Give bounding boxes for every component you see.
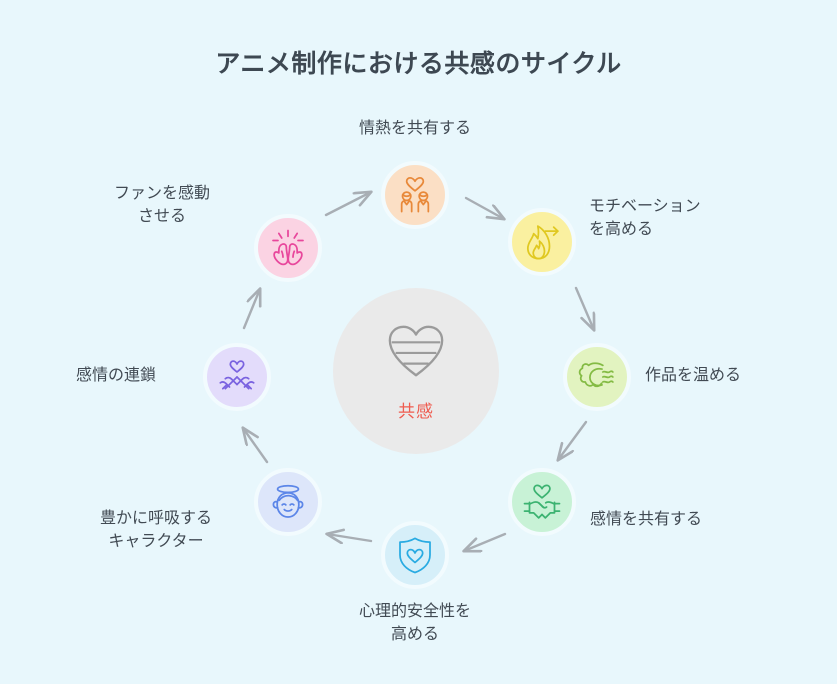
two-people-heart-icon (400, 177, 430, 213)
crossed-hands-heart-icon (219, 360, 255, 390)
arrow-safety-to-character (327, 534, 373, 541)
node-label-move-the-fans: ファンを感動 させる (113, 185, 210, 226)
node-label-share-emotion: 感情を共有する (590, 511, 703, 528)
node-share-emotion[interactable] (508, 468, 576, 536)
node-label-breathing-character: 豊かに呼吸する キャラクター (99, 510, 212, 551)
arrow-passion-to-motivation (464, 196, 504, 219)
node-label-share-passion: 情熱を共有する (358, 120, 471, 137)
node-breathing-character[interactable] (254, 468, 322, 536)
arrow-fans-to-passion (324, 192, 371, 217)
shield-heart-icon (399, 537, 431, 574)
arrow-character-to-chain (243, 428, 269, 464)
page-title: アニメ制作における共感のサイクル (215, 50, 622, 78)
arrow-warm-to-emotion (558, 420, 588, 460)
arrow-chain-to-fans (242, 289, 260, 330)
hub-empathy[interactable]: 共感 (333, 288, 499, 454)
node-label-emotion-chain: 感情の連鎖 (76, 367, 157, 384)
node-psychological-safety[interactable] (381, 521, 449, 589)
handshake-heart-icon (523, 484, 561, 519)
arrow-emotion-to-safety (464, 532, 507, 551)
node-label-psychological-safety: 心理的安全性を 高める (358, 603, 471, 644)
arrow-motivation-to-warm (574, 286, 594, 330)
applause-hands-icon (272, 229, 304, 266)
node-move-the-fans[interactable] (254, 214, 322, 282)
node-warm-the-work[interactable] (563, 343, 631, 411)
hub-label: 共感 (398, 401, 434, 421)
striped-heart-icon (388, 325, 444, 376)
angel-face-icon (272, 484, 304, 518)
node-label-raise-motivation: モチベーション を高める (589, 198, 701, 239)
node-label-warm-the-work: 作品を温める (645, 367, 742, 384)
flame-arrow-icon (526, 225, 559, 260)
node-raise-motivation[interactable] (508, 208, 576, 276)
sun-heat-waves-icon (578, 362, 614, 388)
node-share-passion[interactable] (381, 161, 449, 229)
node-emotion-chain[interactable] (203, 343, 271, 411)
